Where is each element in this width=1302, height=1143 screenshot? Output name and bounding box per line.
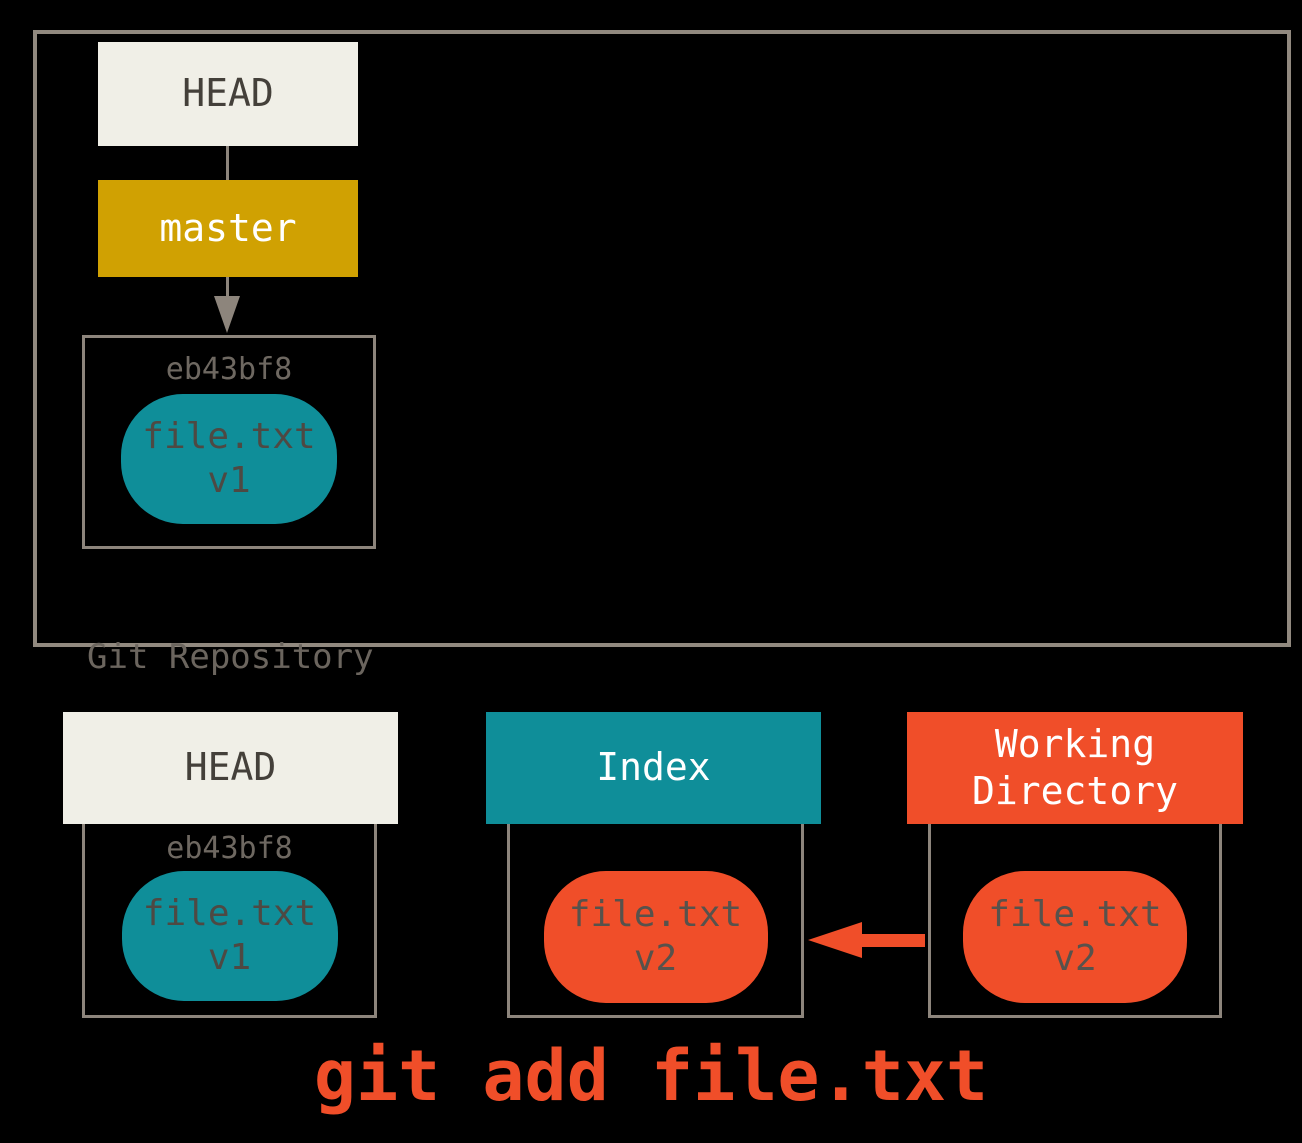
master-to-commit-arrow-stem	[226, 277, 229, 301]
working-directory-file-blob: file.txt v2	[963, 871, 1187, 1003]
master-branch-node: master	[98, 180, 358, 277]
working-directory-file-name: file.txt	[988, 894, 1162, 936]
add-arrowhead-icon	[808, 922, 862, 958]
head-area-box: eb43bf8 file.txt v1	[82, 820, 377, 1018]
head-area-title: HEAD	[184, 745, 277, 790]
git-repository-label: Git Repository	[87, 637, 374, 677]
repo-head-label: HEAD	[182, 71, 274, 116]
add-arrow-shaft	[862, 934, 925, 947]
index-file-name: file.txt	[568, 894, 743, 936]
working-directory-title: Working Directory	[972, 721, 1178, 814]
head-file-name: file.txt	[142, 893, 317, 935]
head-to-master-connector	[226, 146, 229, 180]
master-branch-label: master	[159, 205, 297, 250]
index-file-blob: file.txt v2	[543, 871, 768, 1003]
repo-commit-hash: eb43bf8	[165, 352, 293, 387]
index-area-box: file.txt v2	[507, 820, 804, 1018]
master-to-commit-arrowhead-icon	[214, 296, 240, 333]
head-area-commit-hash: eb43bf8	[166, 831, 293, 866]
index-area-title: Index	[596, 745, 711, 790]
head-file-blob: file.txt v1	[121, 871, 338, 1001]
index-area-header: Index	[486, 712, 821, 824]
repo-file-version: v1	[207, 460, 251, 501]
head-file-version: v1	[207, 937, 252, 978]
working-directory-box: file.txt v2	[928, 820, 1222, 1018]
working-directory-file-version: v2	[1053, 938, 1097, 979]
repo-commit-box: eb43bf8 file.txt v1	[82, 335, 376, 549]
repo-head-node: HEAD	[98, 42, 358, 146]
index-file-version: v2	[633, 938, 678, 979]
working-directory-header: Working Directory	[907, 712, 1243, 824]
repo-file-name: file.txt	[142, 416, 316, 458]
git-repository-box: Git Repository	[33, 30, 1291, 677]
repo-file-blob: file.txt v1	[121, 394, 337, 524]
head-area-header: HEAD	[63, 712, 398, 824]
command-caption: git add file.txt	[313, 1035, 989, 1117]
